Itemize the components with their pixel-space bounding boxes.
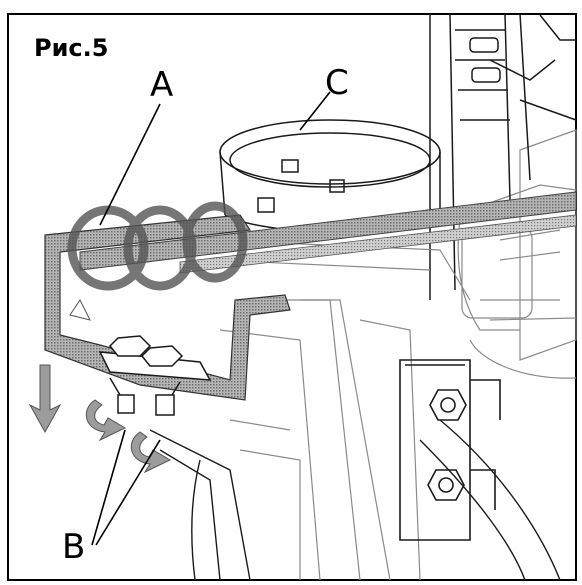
bolt-plate [399,359,501,541]
figure-border [7,13,577,581]
figure-title: Рис.5 [34,34,109,62]
dish-edge-left [149,429,251,581]
motion-arrows [28,364,172,474]
cable-ties [79,191,577,274]
callout-a: A [150,65,174,105]
rotate-arrow-icon-2 [130,431,172,474]
callout-c: C [325,63,349,103]
support-arm [209,239,471,581]
leader-lines [91,91,331,546]
callout-b: B [62,527,86,567]
dish-edge [419,419,561,581]
mast-plate [429,13,577,300]
rotate-arrow-icon [85,399,127,442]
down-arrow-icon [28,364,62,434]
bracket-bolts [98,335,212,416]
lnb-housing [457,129,577,379]
